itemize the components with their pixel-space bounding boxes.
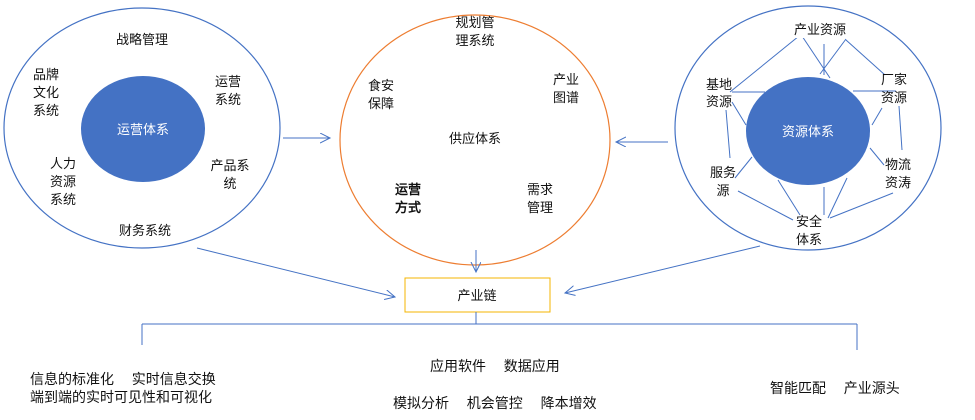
vendor-label-2: 资源	[881, 91, 907, 106]
resource-system-circle: 资源体系 产业资源 基地 资源 厂家 资源 物流 资涛 服务 源 安全 体系	[674, 5, 942, 251]
logistics-label-2: 资涛	[885, 175, 911, 191]
bottom-right-line-1: 智能匹配 产业源头	[770, 381, 900, 397]
center-label: 资源体系	[782, 125, 834, 140]
logistics-label-1: 物流	[885, 158, 911, 173]
demand-label-2: 管理	[527, 201, 553, 216]
network-lines	[725, 35, 903, 221]
arrows	[196, 138, 761, 297]
planning-label-1: 规划管	[455, 16, 494, 31]
service-label-1: 服务	[710, 165, 736, 181]
brand-label-3: 系统	[33, 104, 59, 119]
inner-ellipse	[746, 77, 870, 185]
industry-map-label-2: 图谱	[553, 91, 579, 106]
bracket	[141, 312, 858, 350]
finance-label: 财务系统	[119, 223, 171, 239]
strategy-label: 战略管理	[116, 32, 168, 48]
ops-label-2: 系统	[215, 93, 241, 108]
vendor-label-1: 厂家	[881, 72, 907, 88]
outer-ellipse	[674, 5, 942, 251]
food-safety-label-1: 食安	[368, 78, 394, 94]
security-label-2: 体系	[796, 233, 822, 248]
supply-system-circle: 规划管 理系统 食安 保障 产业 图谱 供应体系 运营 方式 需求 管理	[339, 14, 611, 266]
hr-label-1: 人力	[50, 157, 76, 172]
demand-label-1: 需求	[527, 183, 553, 198]
base-label-1: 基地	[706, 78, 732, 93]
planning-label-2: 理系统	[455, 34, 494, 49]
service-label-2: 源	[716, 184, 729, 199]
industry-map-label-1: 产业	[553, 73, 579, 88]
product-label-1: 产品系	[210, 159, 249, 174]
chain-label: 产业链	[457, 289, 496, 304]
brand-label-1: 品牌	[33, 67, 59, 83]
arrow-left-to-chain	[196, 247, 395, 297]
food-safety-label-2: 保障	[368, 97, 394, 112]
industry-chain-box: 产业链	[404, 277, 551, 313]
bottom-mid-line-2: 模拟分析 机会管控 降本增效	[393, 396, 597, 412]
ops-mode-label-2: 方式	[395, 200, 421, 216]
center-label: 运营体系	[117, 123, 169, 138]
hr-label-2: 资源	[50, 175, 76, 190]
inner-ellipse	[81, 76, 205, 182]
bottom-left-line-2: 端到端的实时可见性和可视化	[30, 390, 212, 406]
center-label: 供应体系	[449, 131, 501, 147]
security-label-1: 安全	[796, 214, 822, 230]
ops-mode-label-1: 运营	[395, 182, 421, 198]
bottom-left-line-1: 信息的标准化 实时信息交换	[30, 371, 216, 388]
outer-ellipse	[3, 7, 281, 249]
ops-label-1: 运营	[215, 75, 241, 90]
industry-resource-label: 产业资源	[794, 23, 846, 38]
bottom-mid-line-1: 应用软件 数据应用	[430, 358, 560, 375]
operations-system-circle: 运营体系 战略管理 品牌 文化 系统 运营 系统 人力 资源 系统 产品系 统 …	[3, 7, 281, 249]
brand-label-2: 文化	[33, 86, 59, 101]
hr-label-3: 系统	[50, 193, 76, 208]
arrow-right-to-chain	[565, 245, 761, 293]
product-label-2: 统	[223, 177, 236, 192]
base-label-2: 资源	[706, 95, 732, 110]
